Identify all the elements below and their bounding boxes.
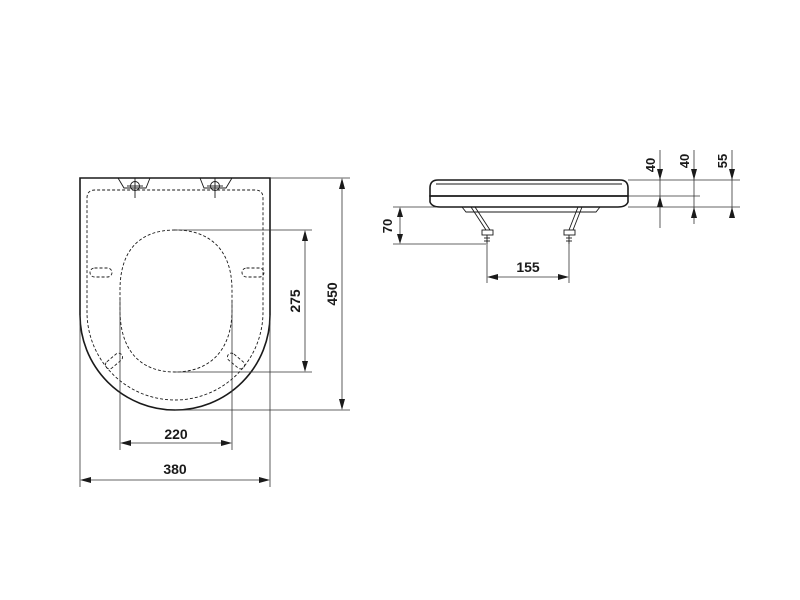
top-view: 450 275 220 380 [79,177,350,487]
seat-side-profile [429,195,629,208]
dim-label-155: 155 [516,259,540,275]
dim-label-55: 55 [715,154,730,168]
dim-total-height: 55 [715,150,735,218]
dim-label-380: 380 [163,461,187,477]
dim-seat-thickness-a: 40 [643,150,663,228]
buffer-bottom-left [104,352,124,370]
dim-label-40-b: 40 [677,154,692,168]
hinge-pin-right [207,178,223,198]
hinge-bolt-right [563,206,583,244]
hinge-pin-left [127,178,143,198]
dim-hinge-spacing: 155 [486,244,570,283]
lid-dashed-outline [86,189,264,401]
buffer-bottom-right [226,352,246,370]
seat-opening-outline [119,229,233,373]
hinge-notch-left [117,177,151,189]
lid-side-profile [429,179,629,197]
dim-opening-width: 220 [119,300,233,450]
hinge-bolt-left [470,206,494,244]
buffer-left [89,267,113,278]
seat-underside [461,206,601,213]
dim-opening-length: 275 [175,229,312,373]
dim-overall-width: 380 [79,315,271,487]
dim-label-40-a: 40 [643,158,658,172]
dim-label-70: 70 [380,219,395,233]
dim-overall-length: 450 [175,177,350,411]
dim-label-275: 275 [287,289,303,313]
dim-label-220: 220 [164,426,188,442]
dim-hinge-depth: 70 [380,206,486,245]
dim-seat-thickness-b: 40 [677,150,697,224]
seat-outer-outline [79,177,271,411]
dim-label-450: 450 [324,282,340,306]
buffer-right [241,267,265,278]
side-view: 155 70 40 40 [380,150,740,283]
hinge-notch-right [199,177,233,189]
